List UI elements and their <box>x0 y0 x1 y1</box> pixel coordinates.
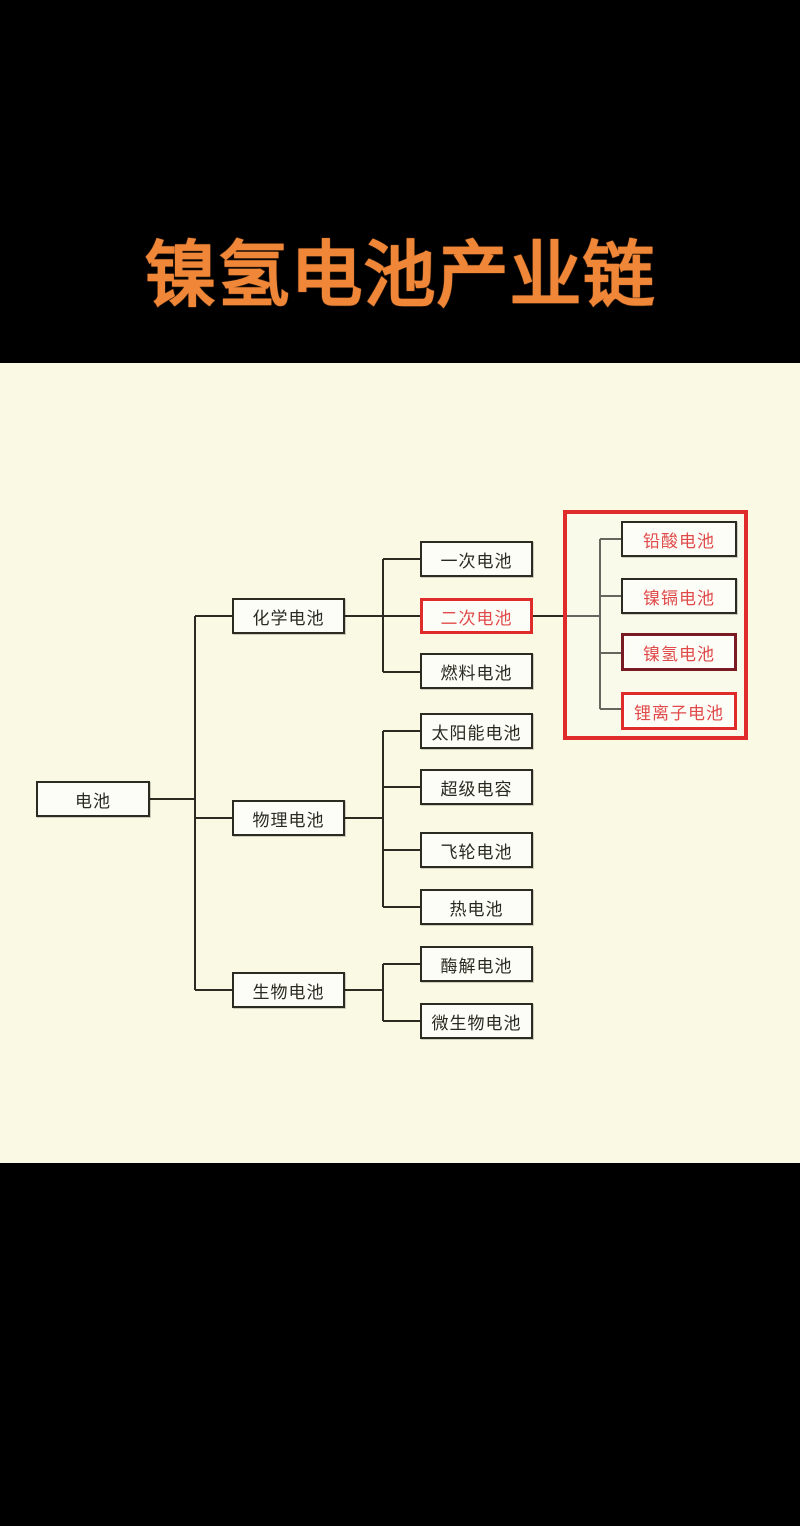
node-supercapacitor[interactable]: 超级电容 <box>420 769 533 805</box>
node-solar-battery[interactable]: 太阳能电池 <box>420 713 533 749</box>
node-lithium-ion-battery[interactable]: 锂离子电池 <box>621 692 737 730</box>
node-biological-battery[interactable]: 生物电池 <box>232 972 345 1008</box>
node-primary-battery[interactable]: 一次电池 <box>420 541 533 577</box>
node-enzymatic-battery[interactable]: 酶解电池 <box>420 946 533 982</box>
node-microbial-battery[interactable]: 微生物电池 <box>420 1003 533 1039</box>
bottom-band <box>0 1163 800 1526</box>
node-nickel-metal-hydride-battery[interactable]: 镍氢电池 <box>621 633 737 671</box>
node-flywheel-battery[interactable]: 飞轮电池 <box>420 832 533 868</box>
diagram-canvas: 电池 化学电池 物理电池 生物电池 一次电池 二次电池 燃料电池 铅酸电池 镍镉… <box>0 363 800 1163</box>
node-thermal-battery[interactable]: 热电池 <box>420 889 533 925</box>
node-physical-battery[interactable]: 物理电池 <box>232 800 345 836</box>
node-fuel-battery[interactable]: 燃料电池 <box>420 653 533 689</box>
node-nickel-cadmium-battery[interactable]: 镍镉电池 <box>621 578 737 614</box>
page-title: 镍氢电池产业链 <box>144 236 656 316</box>
node-chemical-battery[interactable]: 化学电池 <box>232 598 345 634</box>
node-secondary-battery[interactable]: 二次电池 <box>420 598 533 634</box>
connector-lines <box>150 537 621 1023</box>
title-band: 镍氢电池产业链 <box>0 0 800 363</box>
node-lead-acid-battery[interactable]: 铅酸电池 <box>621 521 737 557</box>
node-root-battery[interactable]: 电池 <box>36 781 150 817</box>
